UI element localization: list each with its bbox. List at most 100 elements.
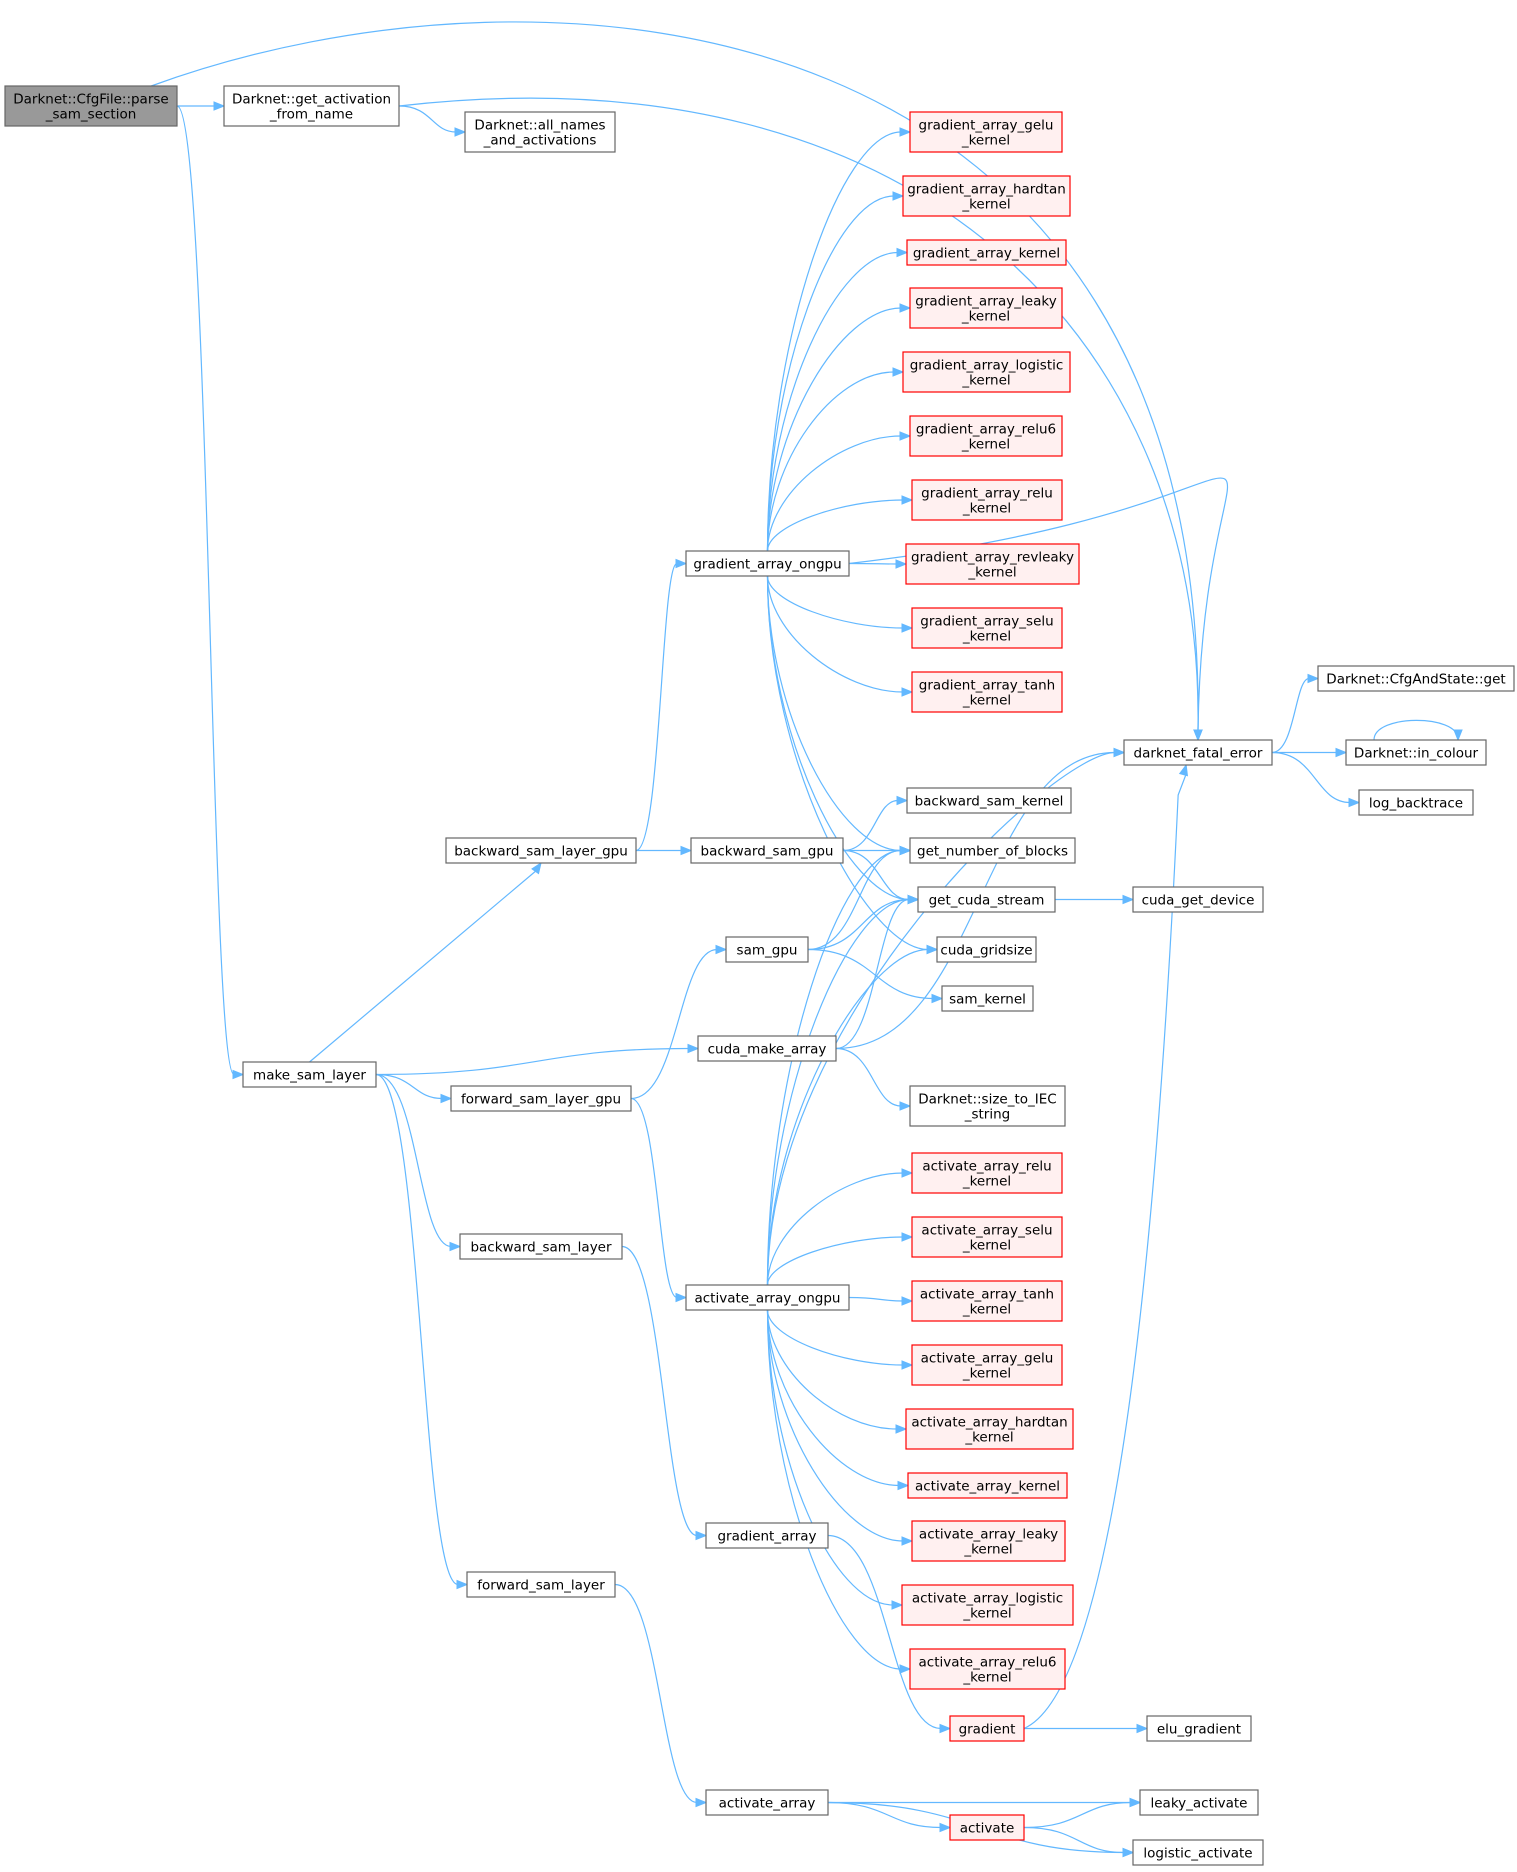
node-get-number-of-blocks[interactable]: get_number_of_blocks <box>909 837 1076 864</box>
node-box[interactable] <box>902 351 1071 393</box>
node-sam-gpu[interactable]: sam_gpu <box>725 936 809 963</box>
node-box[interactable] <box>1146 1715 1252 1742</box>
node-activate-array-selu-kernel[interactable]: activate_array_selu_kernel <box>911 1216 1063 1258</box>
node-box[interactable] <box>906 787 1072 814</box>
node-all-names-and-activations[interactable]: Darknet::all_names_and_activations <box>464 111 616 153</box>
node-leaky-activate[interactable]: leaky_activate <box>1139 1789 1259 1816</box>
node-backward-sam-kernel[interactable]: backward_sam_kernel <box>906 787 1072 814</box>
node-box[interactable] <box>685 1284 850 1311</box>
node-activate-array-relu-kernel[interactable]: activate_array_relu_kernel <box>911 1152 1063 1194</box>
node-gradient-array-gelu-kernel[interactable]: gradient_array_gelu_kernel <box>909 111 1063 153</box>
node-box[interactable] <box>936 936 1037 963</box>
node-activate-array-tanh-kernel[interactable]: activate_array_tanh_kernel <box>911 1280 1063 1322</box>
node-size-to-iec-string[interactable]: Darknet::size_to_IEC_string <box>909 1085 1066 1127</box>
node-darknet-fatal-error[interactable]: darknet_fatal_error <box>1123 739 1273 766</box>
node-activate[interactable]: activate <box>949 1814 1025 1841</box>
node-activate-array-hardtan-kernel[interactable]: activate_array_hardtan_kernel <box>905 1408 1074 1450</box>
node-sam-kernel[interactable]: sam_kernel <box>941 985 1034 1012</box>
node-get-activation-from-name[interactable]: Darknet::get_activation_from_name <box>223 85 400 127</box>
node-box[interactable] <box>911 607 1063 649</box>
node-activate-array-relu6-kernel[interactable]: activate_array_relu6_kernel <box>909 1648 1066 1690</box>
node-activate-array-gelu-kernel[interactable]: activate_array_gelu_kernel <box>911 1344 1063 1386</box>
node-forward-sam-layer[interactable]: forward_sam_layer <box>466 1571 616 1598</box>
node-box[interactable] <box>911 1520 1066 1562</box>
node-box[interactable] <box>223 85 400 127</box>
node-box[interactable] <box>905 1408 1074 1450</box>
node-box[interactable] <box>464 111 616 153</box>
node-box[interactable] <box>690 837 844 864</box>
node-gradient-array-relu-kernel[interactable]: gradient_array_relu_kernel <box>911 479 1063 521</box>
node-box[interactable] <box>4 85 178 127</box>
node-get-cuda-stream[interactable]: get_cuda_stream <box>917 886 1056 913</box>
node-box[interactable] <box>242 1061 377 1088</box>
node-gradient-array-kernel[interactable]: gradient_array_kernel <box>906 239 1067 266</box>
node-gradient-array-leaky-kernel[interactable]: gradient_array_leaky_kernel <box>909 287 1063 329</box>
node-elu-gradient[interactable]: elu_gradient <box>1146 1715 1252 1742</box>
node-box[interactable] <box>906 239 1067 266</box>
node-gradient-array-tanh-kernel[interactable]: gradient_array_tanh_kernel <box>911 671 1063 713</box>
node-box[interactable] <box>917 886 1056 913</box>
node-cuda-make-array[interactable]: cuda_make_array <box>697 1035 837 1062</box>
node-box[interactable] <box>909 1648 1066 1690</box>
node-gradient-array-ongpu[interactable]: gradient_array_ongpu <box>685 550 850 577</box>
node-gradient-array-revleaky-kernel[interactable]: gradient_array_revleaky_kernel <box>905 543 1080 585</box>
node-box[interactable] <box>911 1344 1063 1386</box>
node-box[interactable] <box>1358 789 1474 816</box>
node-gradient-array-logistic-kernel[interactable]: gradient_array_logistic_kernel <box>902 351 1071 393</box>
node-box[interactable] <box>909 111 1063 153</box>
node-activate-array-leaky-kernel[interactable]: activate_array_leaky_kernel <box>911 1520 1066 1562</box>
node-box[interactable] <box>1139 1789 1259 1816</box>
node-box[interactable] <box>1317 665 1515 692</box>
node-box[interactable] <box>911 671 1063 713</box>
node-activate-array-logistic-kernel[interactable]: activate_array_logistic_kernel <box>901 1584 1074 1626</box>
node-gradient-array[interactable]: gradient_array <box>705 1522 829 1549</box>
node-backward-sam-layer-gpu[interactable]: backward_sam_layer_gpu <box>445 837 637 864</box>
node-box[interactable] <box>445 837 637 864</box>
node-box[interactable] <box>909 1085 1066 1127</box>
node-box[interactable] <box>1132 1839 1264 1866</box>
node-backward-sam-gpu[interactable]: backward_sam_gpu <box>690 837 844 864</box>
node-activate-array[interactable]: activate_array <box>705 1789 829 1816</box>
node-activate-array-kernel[interactable]: activate_array_kernel <box>907 1472 1068 1499</box>
node-gradient-array-relu6-kernel[interactable]: gradient_array_relu6_kernel <box>909 415 1063 457</box>
node-cfgandstate-get[interactable]: Darknet::CfgAndState::get <box>1317 665 1515 692</box>
node-box[interactable] <box>911 1152 1063 1194</box>
node-box[interactable] <box>911 1216 1063 1258</box>
node-box[interactable] <box>725 936 809 963</box>
node-box[interactable] <box>1132 886 1264 913</box>
node-box[interactable] <box>459 1233 623 1260</box>
node-box[interactable] <box>1123 739 1273 766</box>
node-box[interactable] <box>466 1571 616 1598</box>
node-box[interactable] <box>909 837 1076 864</box>
node-box[interactable] <box>685 550 850 577</box>
node-box[interactable] <box>909 415 1063 457</box>
node-logistic-activate[interactable]: logistic_activate <box>1132 1839 1264 1866</box>
node-cuda-gridsize[interactable]: cuda_gridsize <box>936 936 1037 963</box>
node-box[interactable] <box>941 985 1034 1012</box>
node-activate-array-ongpu[interactable]: activate_array_ongpu <box>685 1284 850 1311</box>
node-gradient[interactable]: gradient <box>949 1715 1025 1742</box>
node-box[interactable] <box>450 1085 632 1112</box>
node-make-sam-layer[interactable]: make_sam_layer <box>242 1061 377 1088</box>
node-box[interactable] <box>911 479 1063 521</box>
node-parse-sam-section[interactable]: Darknet::CfgFile::parse_sam_section <box>4 85 178 127</box>
node-gradient-array-selu-kernel[interactable]: gradient_array_selu_kernel <box>911 607 1063 649</box>
node-box[interactable] <box>911 1280 1063 1322</box>
node-box[interactable] <box>949 1814 1025 1841</box>
node-box[interactable] <box>902 175 1071 217</box>
node-box[interactable] <box>907 1472 1068 1499</box>
node-box[interactable] <box>909 287 1063 329</box>
node-in-colour[interactable]: Darknet::in_colour <box>1345 739 1487 766</box>
node-box[interactable] <box>1345 739 1487 766</box>
node-gradient-array-hardtan-kernel[interactable]: gradient_array_hardtan_kernel <box>902 175 1071 217</box>
node-backward-sam-layer[interactable]: backward_sam_layer <box>459 1233 623 1260</box>
node-box[interactable] <box>697 1035 837 1062</box>
node-log-backtrace[interactable]: log_backtrace <box>1358 789 1474 816</box>
node-box[interactable] <box>705 1789 829 1816</box>
node-box[interactable] <box>949 1715 1025 1742</box>
node-forward-sam-layer-gpu[interactable]: forward_sam_layer_gpu <box>450 1085 632 1112</box>
node-box[interactable] <box>901 1584 1074 1626</box>
node-box[interactable] <box>905 543 1080 585</box>
node-box[interactable] <box>705 1522 829 1549</box>
node-cuda-get-device[interactable]: cuda_get_device <box>1132 886 1264 913</box>
